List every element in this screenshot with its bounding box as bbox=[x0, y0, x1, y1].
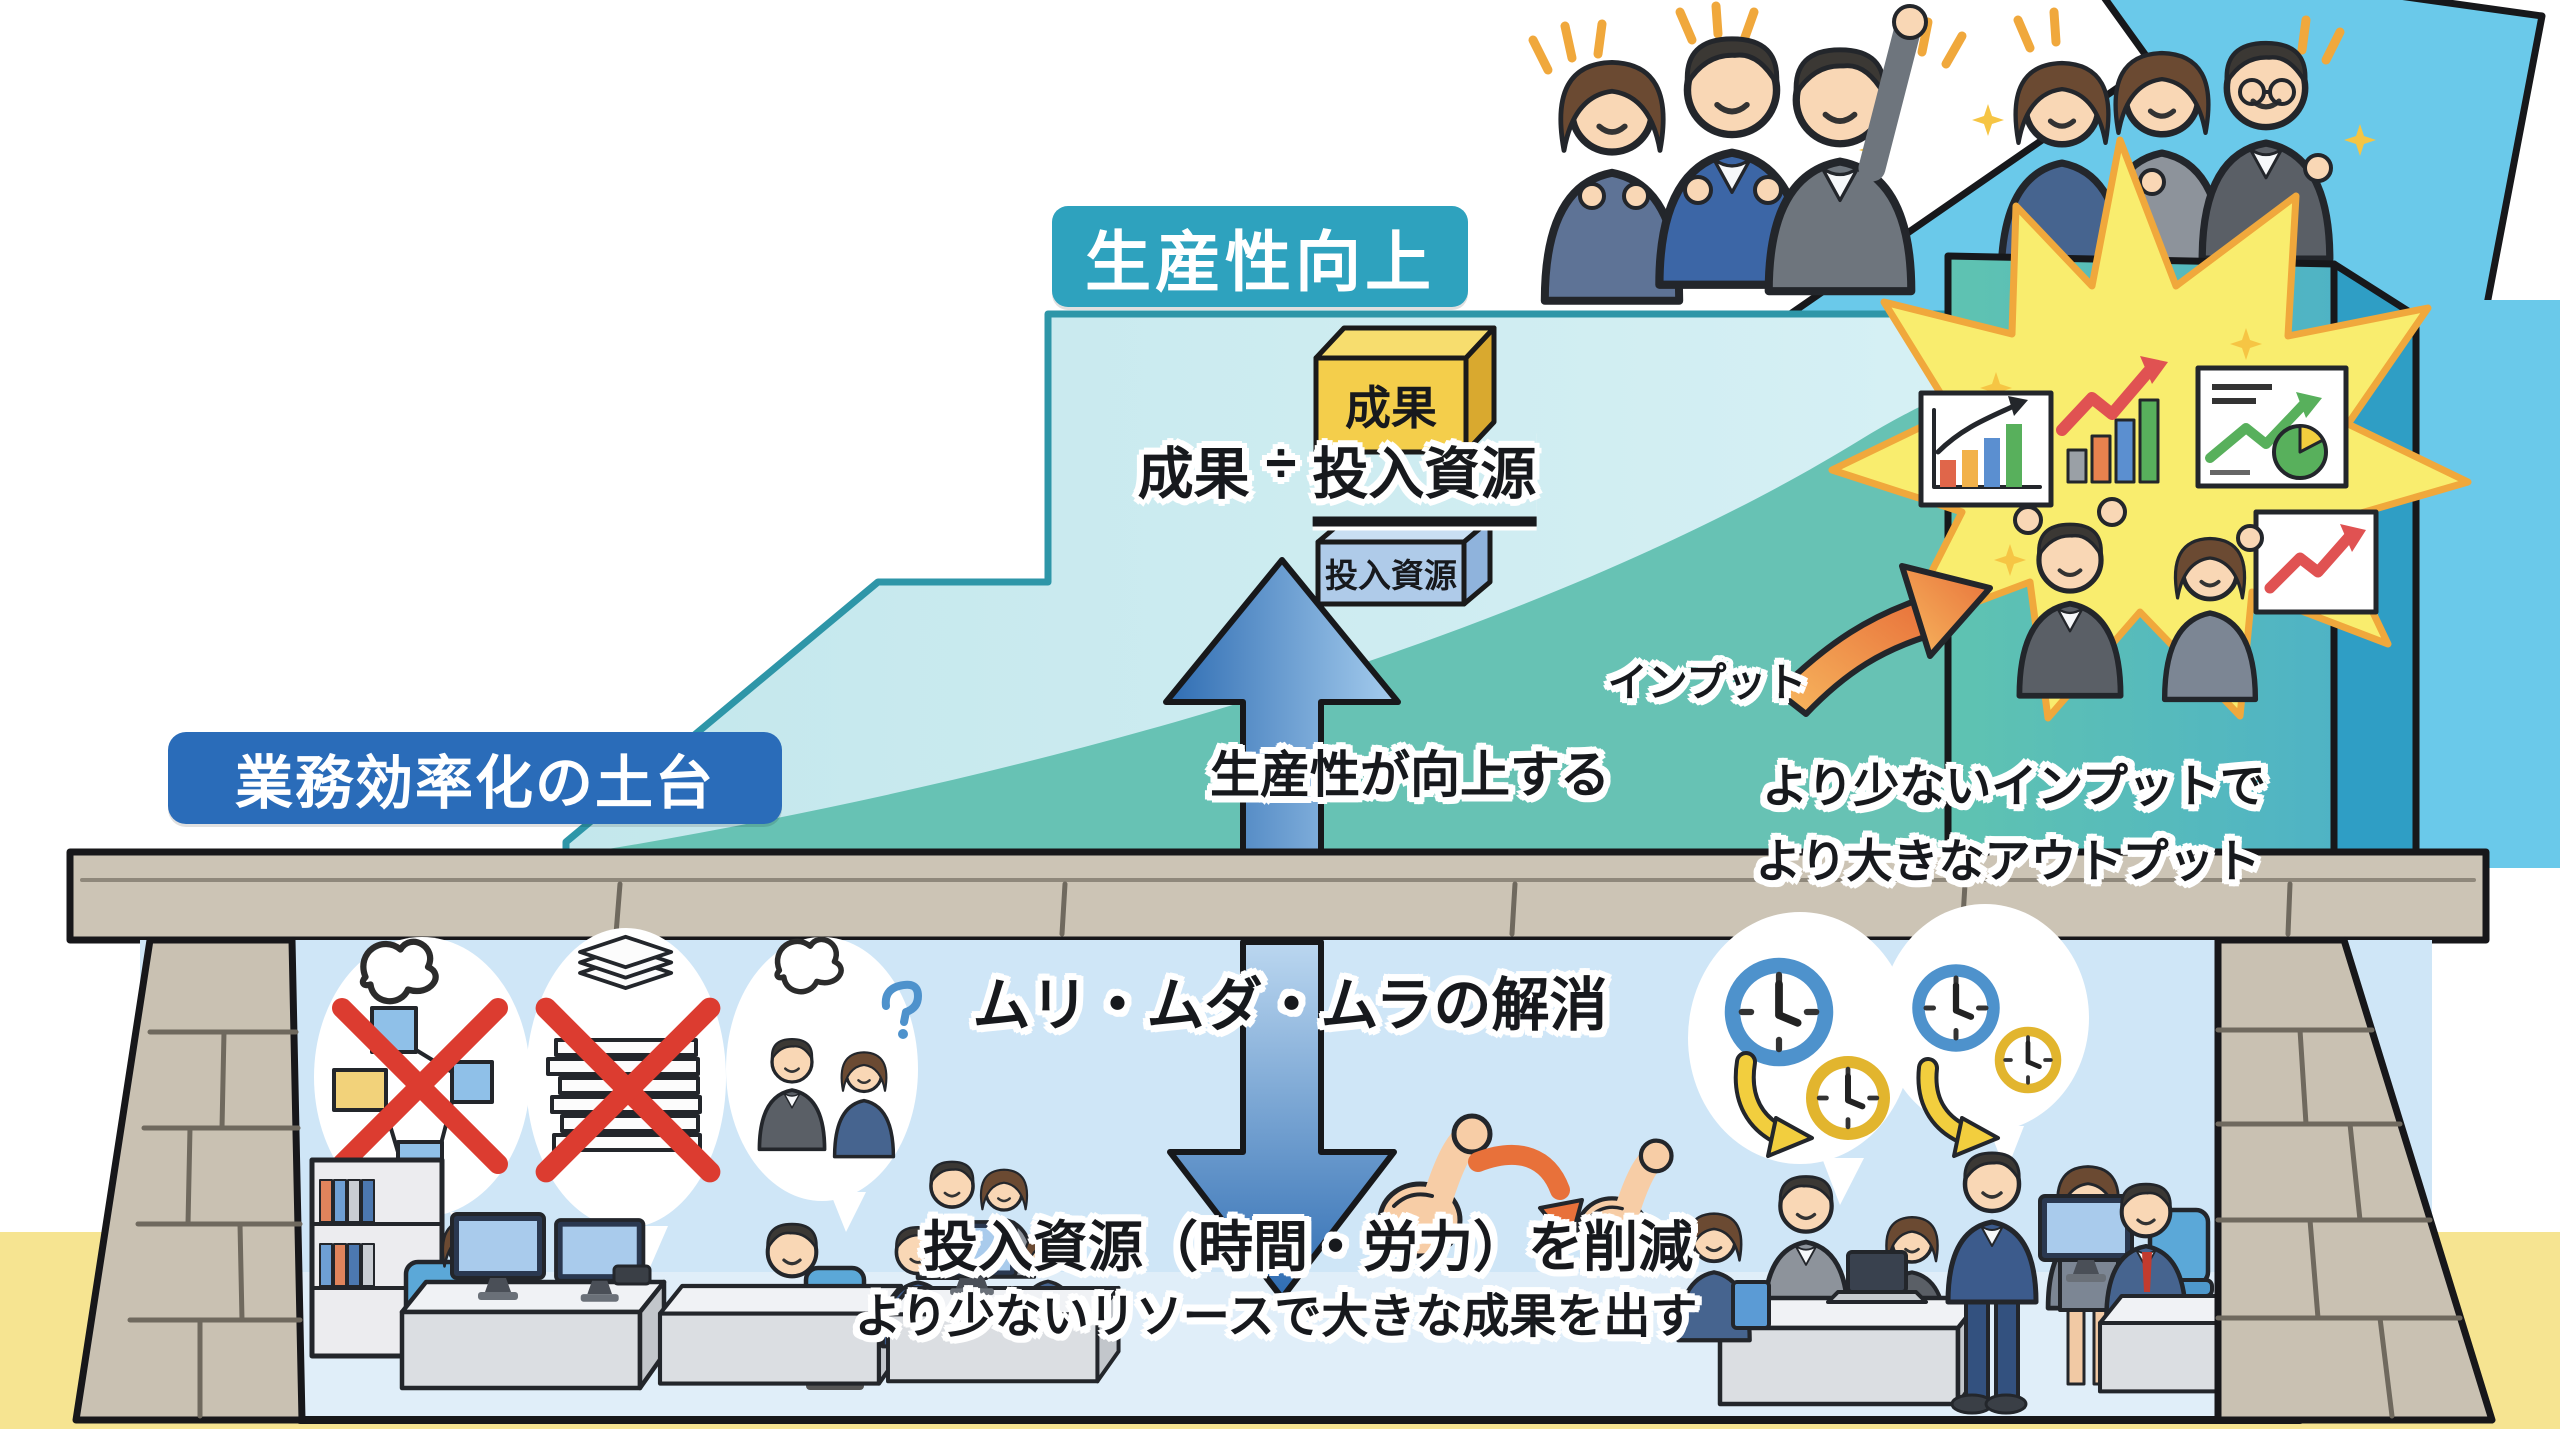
success-pair bbox=[2013, 497, 2264, 699]
foundation-title: 業務効率化の土台 bbox=[234, 751, 715, 816]
input-box-label: 投入資源 bbox=[1325, 557, 1457, 594]
rising-bars-icon bbox=[2056, 356, 2168, 484]
sky-wall-right bbox=[2412, 300, 2560, 868]
formula-divisor: 投入資源 bbox=[1312, 430, 1537, 527]
bar-chart-card-icon bbox=[1918, 390, 2054, 508]
formula-operator: ÷ bbox=[1265, 430, 1297, 494]
reduction-subcaption: より少ないリソースで大きな成果を出す bbox=[854, 1289, 1698, 1343]
input-box-icon bbox=[1315, 517, 1493, 607]
stone-pillar-left bbox=[72, 936, 306, 1424]
celebrating-team-left bbox=[1528, 1, 1967, 301]
down-arrow-icon bbox=[1167, 939, 1397, 1301]
muscle-arms-icon bbox=[1377, 1113, 1674, 1262]
clock-bubble-2 bbox=[1881, 904, 2089, 1172]
line-chart-pie-card-icon bbox=[2195, 365, 2349, 489]
thought-bubble-papers bbox=[526, 928, 726, 1272]
trend-arrow-card-icon bbox=[2253, 509, 2379, 615]
formula-dividend: 成果 bbox=[1137, 442, 1250, 506]
productivity-up-caption: 生産性が向上する bbox=[1210, 747, 1610, 803]
bookshelf-icon bbox=[309, 1157, 445, 1359]
benefit-line2: より大きなアウトプット bbox=[1755, 835, 2261, 887]
thought-bubble-confused-pair bbox=[726, 937, 922, 1232]
foundation-title-badge: 業務効率化の土台 bbox=[168, 732, 782, 824]
productivity-title: 生産性向上 bbox=[1085, 224, 1435, 299]
elimination-caption: ムリ・ムダ・ムラの解消 bbox=[972, 973, 1608, 1038]
productivity-title-badge: 生産性向上 bbox=[1052, 206, 1468, 307]
reduction-caption: 投入資源（時間・労力）を削減 bbox=[922, 1216, 1694, 1278]
meeting-scene-right bbox=[1678, 1153, 2336, 1415]
result-box-icon bbox=[1313, 325, 1497, 455]
question-mark-icon bbox=[881, 980, 922, 1039]
benefit-line1: より少ないインプットで bbox=[1762, 760, 2266, 812]
standing-man-full bbox=[1948, 1153, 2036, 1415]
result-box-label: 成果 bbox=[1345, 382, 1437, 434]
input-arrow-label: インプット bbox=[1607, 661, 1807, 705]
clock-bubble-1 bbox=[1688, 912, 1912, 1205]
office-scene-left bbox=[309, 1157, 1121, 1388]
input-arrow-icon bbox=[1775, 563, 1993, 717]
stone-pillar-right bbox=[2214, 936, 2496, 1424]
productivity-formula: 成果 ÷ 投入資源 bbox=[1138, 430, 1537, 527]
